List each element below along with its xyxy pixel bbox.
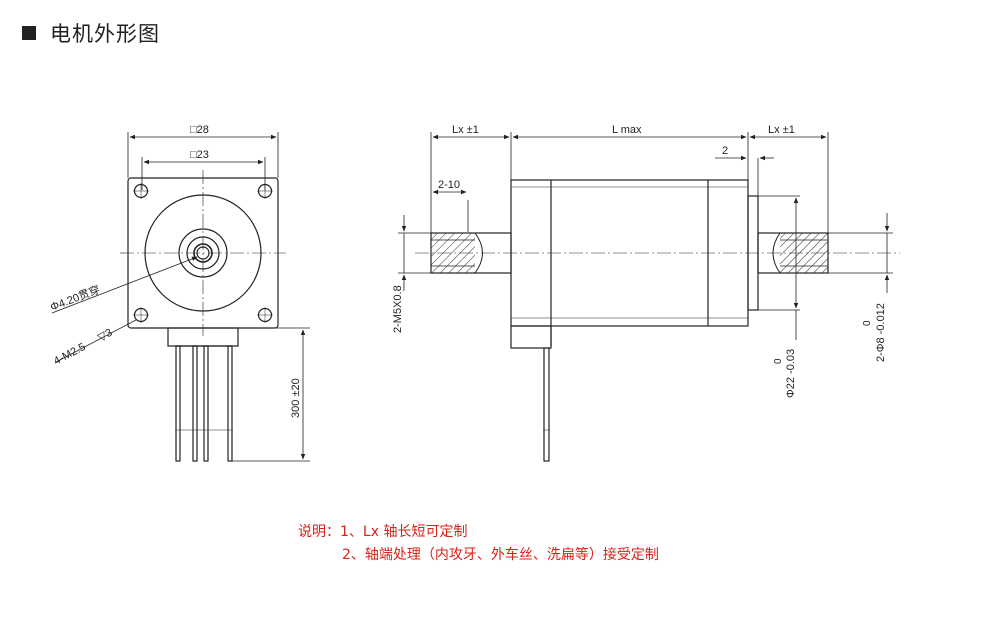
motor-leads — [175, 345, 233, 462]
dim-23-label: □23 — [190, 149, 209, 161]
mount-holes — [133, 183, 273, 323]
mount-hole-leader — [55, 319, 137, 363]
shaft-dia-zero-label: 0 — [862, 320, 873, 326]
notes: 说明：1、Lx 轴长短可定制 2、轴端处理（内攻牙、外车丝、洗扁等）接受定制 — [298, 521, 659, 567]
thread-spec-label: 2-M5X0.8 — [392, 285, 404, 333]
page-title-text: 电机外形图 — [50, 22, 160, 46]
square-bullet-icon — [22, 26, 36, 40]
motor-end-cap — [510, 325, 552, 349]
dim-lmax-label: L max — [612, 124, 642, 136]
shaft-dia-label: 2-Φ8 -0.012 — [875, 303, 887, 362]
boss-circle — [144, 194, 262, 312]
page-title: 电机外形图 — [22, 18, 160, 48]
lead-length-label: 300 ±20 — [290, 378, 302, 418]
note-line-2: 2、轴端处理（内攻牙、外车丝、洗扁等）接受定制 — [342, 547, 659, 563]
mount-hole-thread: 4-M2.5 — [52, 341, 88, 368]
side-view — [398, 132, 900, 462]
shaft-hole-circle — [193, 243, 213, 263]
shaft-outer-circle — [178, 228, 228, 278]
dim-flange-step-label: 2 — [722, 145, 728, 157]
boss-dia-zero-label: 0 — [773, 358, 784, 364]
mount-hole-label: 4-M2.5 ▽3 — [52, 327, 115, 368]
note-line-1: 说明：1、Lx 轴长短可定制 — [298, 524, 468, 540]
shaft-hole-leader — [51, 256, 198, 314]
front-view — [51, 132, 310, 462]
shaft-hole-label: Φ4.20贯穿 — [48, 282, 102, 314]
boss-dia-label: Φ22 -0.03 — [785, 349, 797, 398]
dim-thread-depth-label: 2-10 — [438, 179, 460, 191]
dim-28-label: □28 — [190, 124, 209, 136]
dim-lx-left-label: Lx ±1 — [452, 124, 479, 136]
mount-hole-depth: ▽3 — [96, 327, 115, 344]
side-lead — [543, 347, 550, 462]
dim-lx-right-label: Lx ±1 — [768, 124, 795, 136]
